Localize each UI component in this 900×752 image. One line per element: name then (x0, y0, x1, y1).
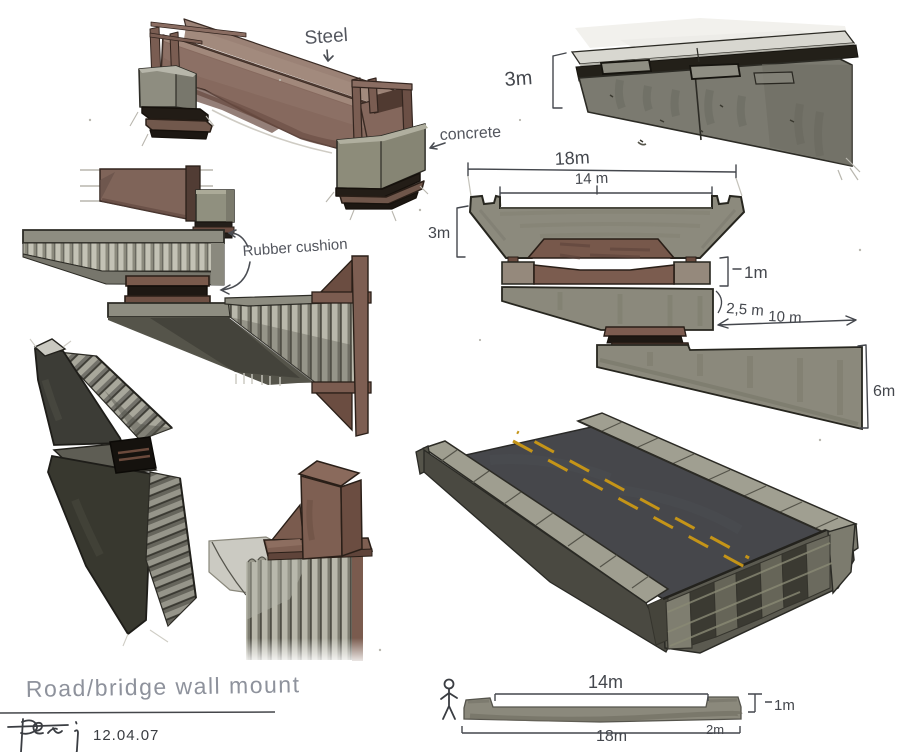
svg-text:18m: 18m (554, 147, 590, 169)
svg-text:3m: 3m (428, 225, 450, 242)
svg-text:6m: 6m (873, 383, 895, 400)
svg-text:14 m: 14 m (575, 170, 609, 188)
svg-text:10 m: 10 m (768, 308, 802, 327)
svg-text:concrete: concrete (439, 124, 501, 144)
svg-text:2,5 m: 2,5 m (726, 300, 765, 320)
svg-text:18m: 18m (596, 728, 627, 745)
svg-text:2m: 2m (706, 722, 724, 737)
svg-text:1m: 1m (774, 697, 795, 714)
svg-text:1m: 1m (744, 263, 768, 282)
svg-text:Steel: Steel (304, 25, 349, 49)
svg-text:14m: 14m (588, 672, 623, 692)
svg-text:3m: 3m (504, 67, 533, 91)
svg-text:12.04.07: 12.04.07 (93, 727, 159, 744)
svg-text:Road/bridge wall mount: Road/bridge wall mount (26, 671, 301, 702)
